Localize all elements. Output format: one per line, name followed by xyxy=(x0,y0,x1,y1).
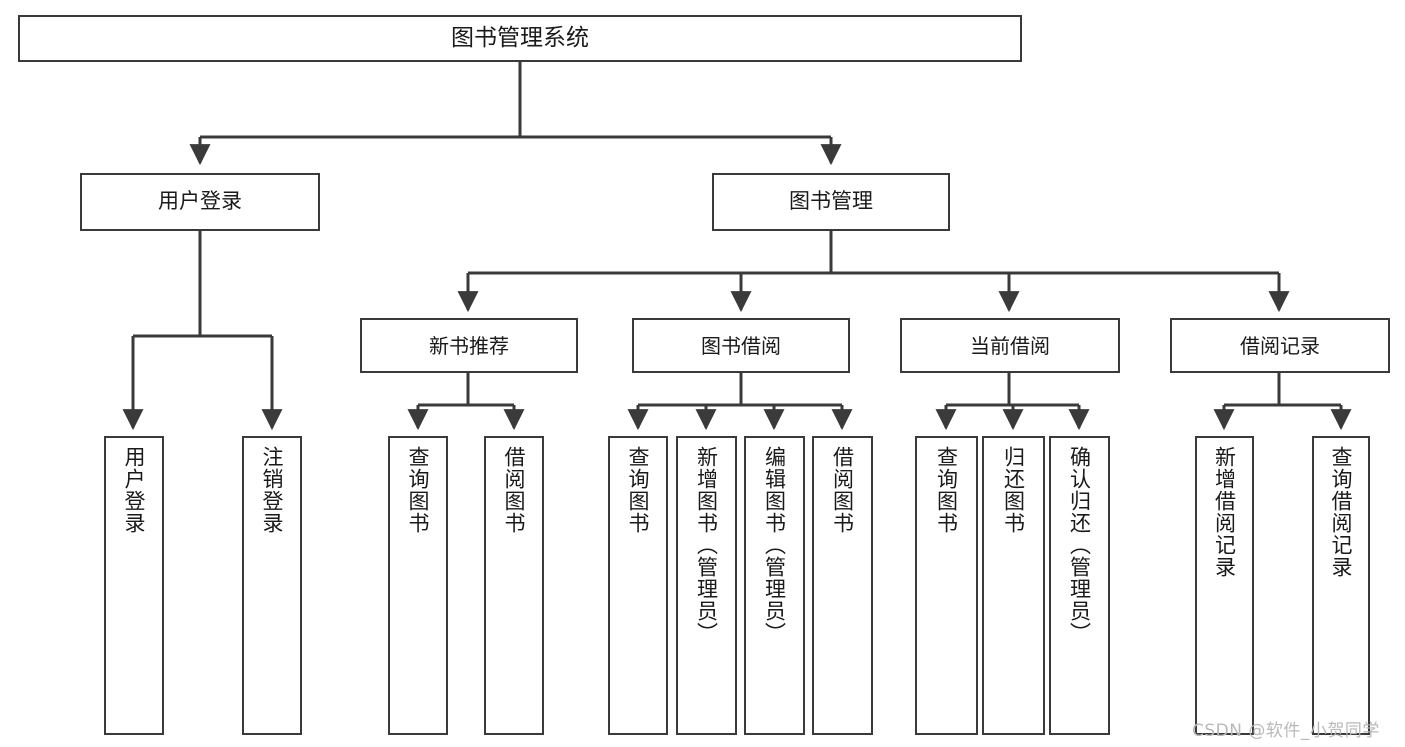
node-borrow-record[interactable]: 借阅记录 xyxy=(1170,318,1390,373)
node-book-borrow-label: 图书借阅 xyxy=(701,333,781,358)
node-leaf-user-login[interactable]: 用户登录 xyxy=(104,436,164,735)
node-leaf-query-book-1-label: 查询图书 xyxy=(406,446,431,534)
node-borrow-record-label: 借阅记录 xyxy=(1240,333,1320,358)
node-new-book-recommend-label: 新书推荐 xyxy=(429,333,509,358)
node-new-book-recommend[interactable]: 新书推荐 xyxy=(360,318,578,373)
node-root-label: 图书管理系统 xyxy=(451,24,589,51)
node-leaf-edit-book-admin-label: 编辑图书（管理员） xyxy=(762,446,787,644)
node-leaf-user-login-label: 用户登录 xyxy=(122,446,147,534)
node-leaf-borrow-book-2[interactable]: 借阅图书 xyxy=(812,436,873,735)
node-leaf-return-book[interactable]: 归还图书 xyxy=(982,436,1045,735)
node-book-manage-label: 图书管理 xyxy=(789,189,873,214)
node-book-manage[interactable]: 图书管理 xyxy=(712,173,950,231)
node-user-login[interactable]: 用户登录 xyxy=(80,173,320,231)
node-leaf-edit-book-admin[interactable]: 编辑图书（管理员） xyxy=(744,436,805,735)
node-leaf-add-borrow-record-label: 新增借阅记录 xyxy=(1212,446,1237,578)
node-leaf-confirm-return-label: 确认归还（管理员） xyxy=(1067,446,1092,644)
node-leaf-query-book-3[interactable]: 查询图书 xyxy=(915,436,978,735)
node-leaf-query-book-2[interactable]: 查询图书 xyxy=(608,436,668,735)
node-leaf-confirm-return[interactable]: 确认归还（管理员） xyxy=(1049,436,1110,735)
node-leaf-borrow-book-1-label: 借阅图书 xyxy=(502,446,527,534)
node-leaf-query-book-2-label: 查询图书 xyxy=(626,446,651,534)
node-leaf-logout-label: 注销登录 xyxy=(260,446,285,534)
node-leaf-logout[interactable]: 注销登录 xyxy=(242,436,302,735)
node-leaf-borrow-book-2-label: 借阅图书 xyxy=(830,446,855,534)
node-leaf-query-borrow-record[interactable]: 查询借阅记录 xyxy=(1312,436,1370,735)
node-user-login-label: 用户登录 xyxy=(158,189,242,214)
node-leaf-add-borrow-record[interactable]: 新增借阅记录 xyxy=(1195,436,1254,735)
node-leaf-add-book-admin[interactable]: 新增图书（管理员） xyxy=(676,436,737,735)
node-current-borrow[interactable]: 当前借阅 xyxy=(900,318,1120,373)
node-leaf-return-book-label: 归还图书 xyxy=(1001,446,1026,534)
node-leaf-query-book-1[interactable]: 查询图书 xyxy=(388,436,448,735)
node-leaf-query-borrow-record-label: 查询借阅记录 xyxy=(1329,446,1354,578)
node-book-borrow[interactable]: 图书借阅 xyxy=(632,318,850,373)
node-leaf-borrow-book-1[interactable]: 借阅图书 xyxy=(484,436,544,735)
node-leaf-query-book-3-label: 查询图书 xyxy=(934,446,959,534)
csdn-watermark: CSDN @软件_小贺同学 xyxy=(1192,721,1380,741)
node-current-borrow-label: 当前借阅 xyxy=(970,333,1050,358)
node-root-system[interactable]: 图书管理系统 xyxy=(18,15,1022,62)
node-leaf-add-book-admin-label: 新增图书（管理员） xyxy=(694,446,719,644)
